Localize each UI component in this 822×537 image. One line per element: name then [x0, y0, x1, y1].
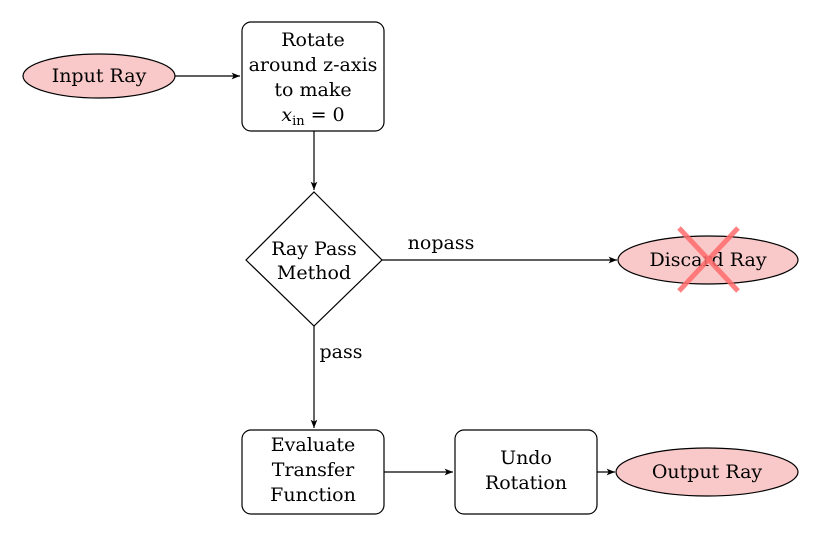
edge-label-nopass: nopass: [408, 232, 475, 254]
output-ray-label: Output Ray: [652, 461, 763, 483]
input-ray-node: Input Ray: [22, 53, 176, 99]
discard-ray-node: Discard Ray: [617, 226, 799, 293]
rotate-math-expression: xin= 0: [281, 104, 344, 129]
rotate-line-3: to make: [274, 79, 351, 101]
input-ray-label: Input Ray: [52, 65, 147, 87]
evaluate-line-1: Evaluate: [271, 434, 355, 456]
decision-line-1: Ray Pass: [271, 238, 357, 260]
decision-line-2: Method: [277, 262, 351, 284]
output-ray-node: Output Ray: [615, 447, 799, 497]
undo-line-2: Rotation: [485, 472, 567, 494]
rotate-process-node: Rotate around z-axis to make xin= 0: [241, 21, 385, 132]
evaluate-line-3: Function: [270, 484, 356, 506]
evaluate-line-2: Transfer: [272, 459, 355, 481]
evaluate-transfer-function-node: Evaluate Transfer Function: [241, 429, 385, 515]
ray-pass-method-decision-node: Ray Pass Method: [245, 191, 383, 327]
undo-line-1: Undo: [500, 447, 552, 469]
rotate-line-2: around z-axis: [249, 54, 378, 76]
rotate-line-1: Rotate: [281, 29, 345, 51]
undo-rotation-node: Undo Rotation: [454, 429, 598, 515]
edge-label-pass: pass: [320, 341, 363, 363]
cross-icon: [677, 226, 740, 293]
